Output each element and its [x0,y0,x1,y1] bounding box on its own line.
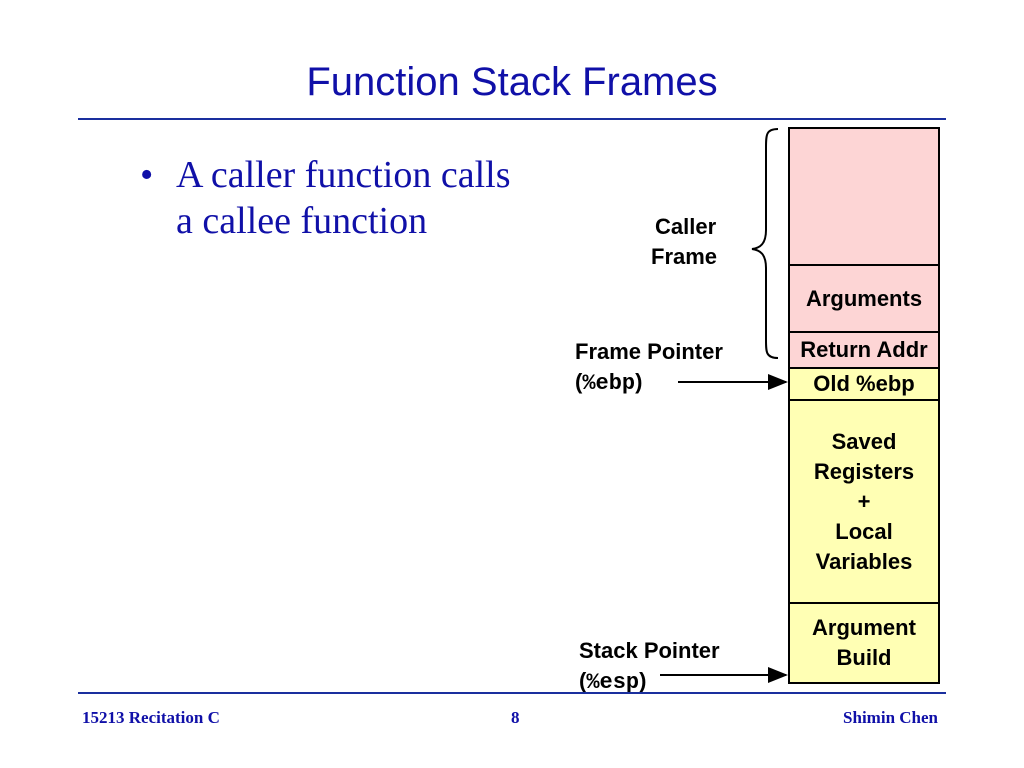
bullet-text-line-1: A caller function calls [176,154,511,196]
slide-title: Function Stack Frames [306,60,718,104]
frame-pointer-register: (%ebp) [575,369,643,396]
footer-divider [78,692,946,694]
caller-frame-brace [751,128,779,359]
footer-page-number: 8 [511,708,520,727]
stack-pointer-label: Stack Pointer [579,638,720,663]
saved-registers-local-variables-cell: Saved Registers + Local Variables [788,399,940,604]
caller-frame-label-line-1: Caller [655,214,717,239]
footer-course: 15213 Recitation C [82,708,220,727]
bullet-marker: • [140,154,154,196]
caller-frame-label-line-2: Frame [651,244,718,269]
old-ebp-cell: Old %ebp [788,367,940,401]
caller-frame-upper-cell [788,127,940,266]
stack-pointer-register: (%esp) [579,668,647,695]
footer-author: Shimin Chen [843,708,938,727]
arguments-cell: Arguments [788,264,940,333]
frame-pointer-label: Frame Pointer [575,339,723,364]
title-divider [78,118,946,120]
argument-build-cell: Argument Build [788,602,940,684]
bullet-text-line-2: a callee function [176,200,428,242]
